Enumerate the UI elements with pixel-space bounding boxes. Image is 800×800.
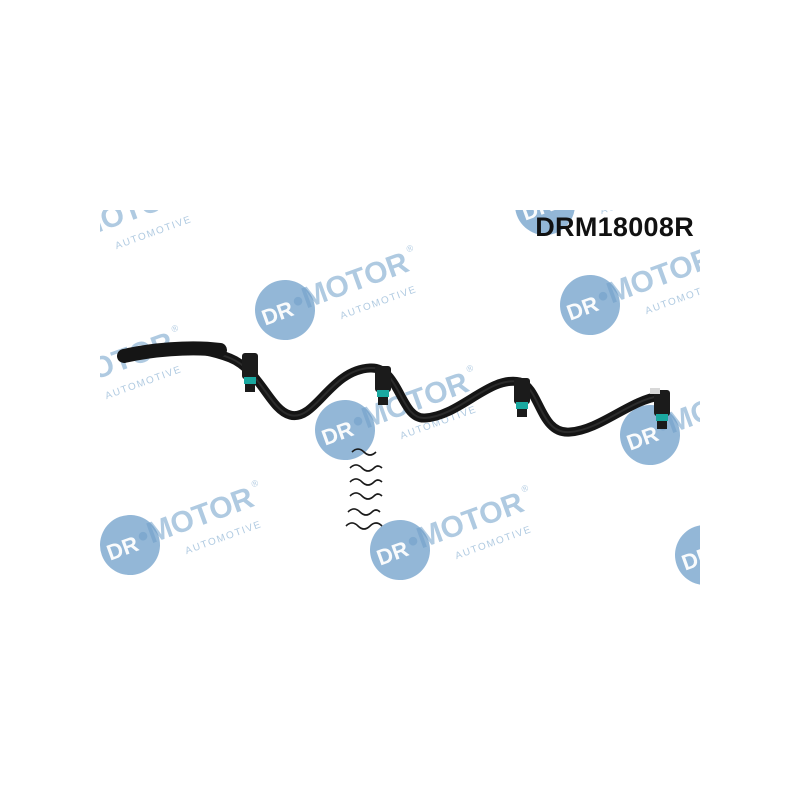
connector — [514, 378, 530, 417]
part-number-label: DRM18008R — [535, 212, 694, 242]
clip-set-icon — [345, 448, 383, 530]
connector — [375, 366, 391, 405]
hose-body — [119, 344, 665, 437]
fuel-hose-icon — [117, 341, 670, 530]
connector — [650, 388, 670, 429]
product-photo: DR •MOTOR AUTOMOTIVE ® — [100, 210, 700, 590]
connector — [242, 353, 258, 392]
